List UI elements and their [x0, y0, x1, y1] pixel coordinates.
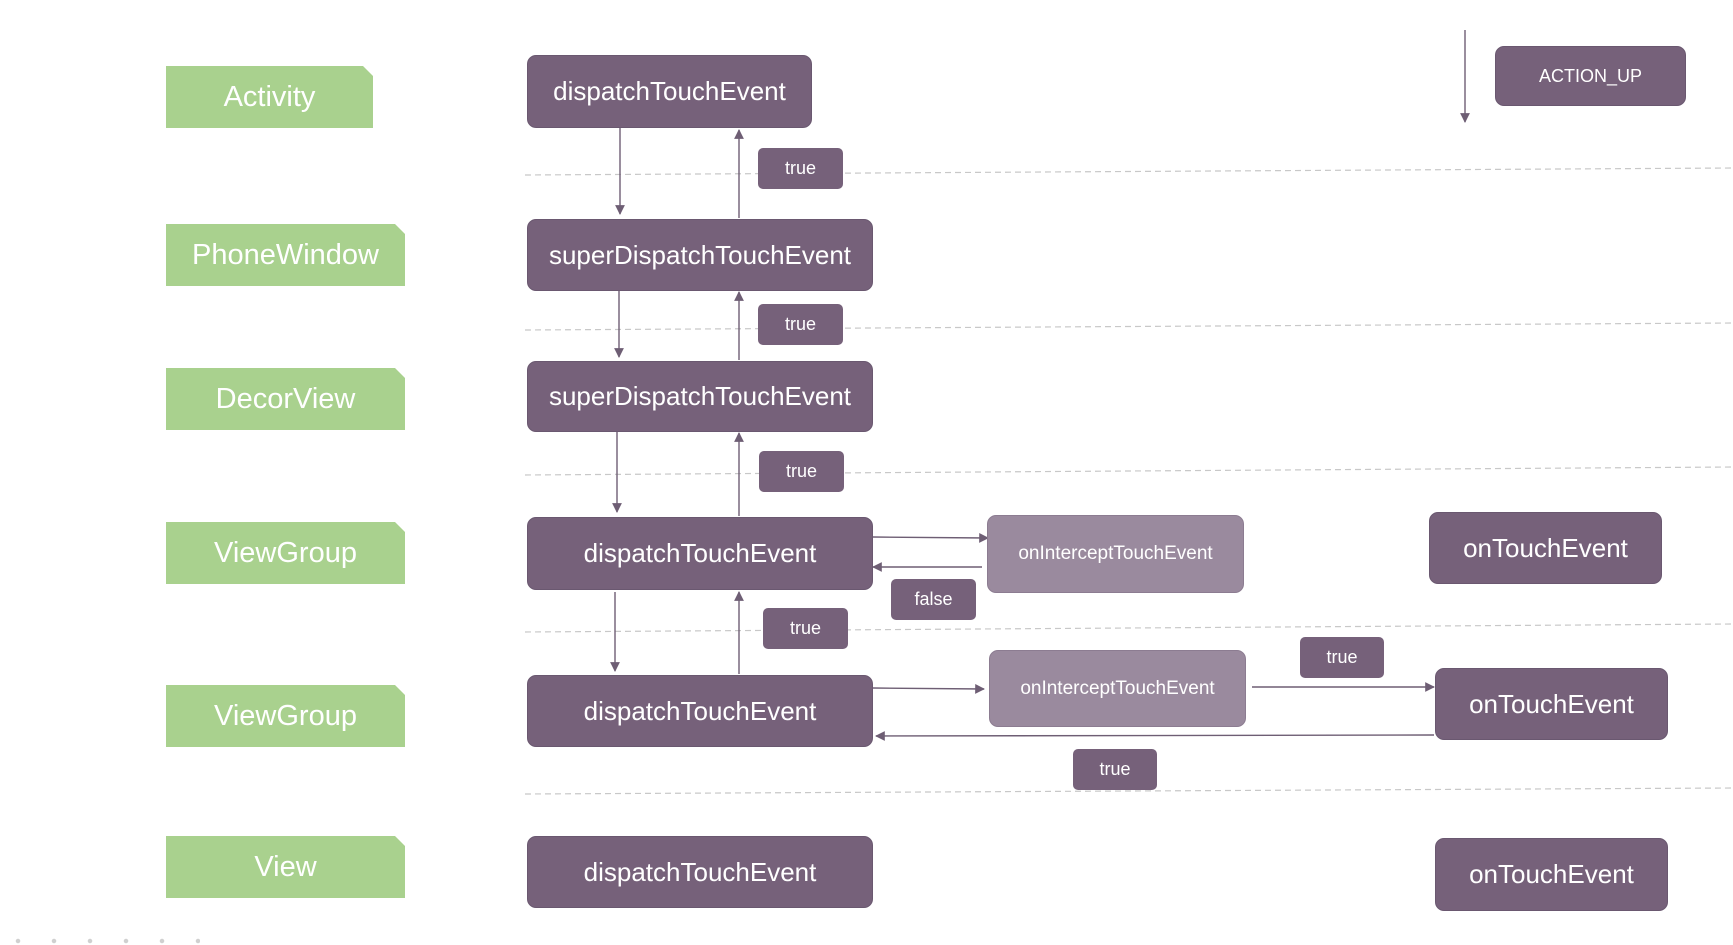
- viewgroup1-dispatch-touch-event: dispatchTouchEvent: [527, 517, 873, 590]
- arrow-right: [872, 533, 989, 543]
- layer-label-viewgroup-2: ViewGroup: [166, 685, 405, 747]
- layer-label-viewgroup-1: ViewGroup: [166, 522, 405, 584]
- return-true-badge: true: [758, 304, 843, 345]
- activity-dispatch-touch-event: dispatchTouchEvent: [527, 55, 812, 128]
- return-true-badge: true: [763, 608, 848, 649]
- return-true-badge: true: [758, 148, 843, 189]
- phonewindow-super-dispatch-touch-event: superDispatchTouchEvent: [527, 219, 873, 291]
- return-true-badge: true: [1300, 637, 1384, 678]
- layer-label-phonewindow: PhoneWindow: [166, 224, 405, 286]
- layer-label-decorview: DecorView: [166, 368, 405, 430]
- viewgroup1-on-touch-event: onTouchEvent: [1429, 512, 1662, 584]
- viewgroup2-dispatch-touch-event: dispatchTouchEvent: [527, 675, 873, 747]
- separator-line: [524, 167, 1733, 176]
- layer-label-activity: Activity: [166, 66, 373, 128]
- arrows: [610, 30, 1470, 741]
- separator-line: [524, 623, 1733, 633]
- arrow-right: [872, 684, 985, 694]
- action-up-label: ACTION_UP: [1495, 46, 1686, 106]
- decorview-super-dispatch-touch-event: superDispatchTouchEvent: [527, 361, 873, 432]
- layer-label-view: View: [166, 836, 405, 898]
- viewgroup2-on-intercept-touch-event: onInterceptTouchEvent: [989, 650, 1246, 727]
- view-dispatch-touch-event: dispatchTouchEvent: [527, 836, 873, 908]
- viewgroup2-on-touch-event: onTouchEvent: [1435, 668, 1668, 740]
- separator-line: [524, 787, 1733, 795]
- return-true-badge: true: [1073, 749, 1157, 790]
- viewgroup1-on-intercept-touch-event: onInterceptTouchEvent: [987, 515, 1244, 593]
- return-false-badge: false: [891, 579, 976, 620]
- separator-line: [524, 466, 1733, 476]
- slide-page-dots: [0, 938, 200, 944]
- view-on-touch-event: onTouchEvent: [1435, 838, 1668, 911]
- layer-separators: [524, 167, 1733, 795]
- arrow-left: [875, 731, 1435, 741]
- separator-line: [524, 322, 1733, 331]
- return-true-badge: true: [759, 451, 844, 492]
